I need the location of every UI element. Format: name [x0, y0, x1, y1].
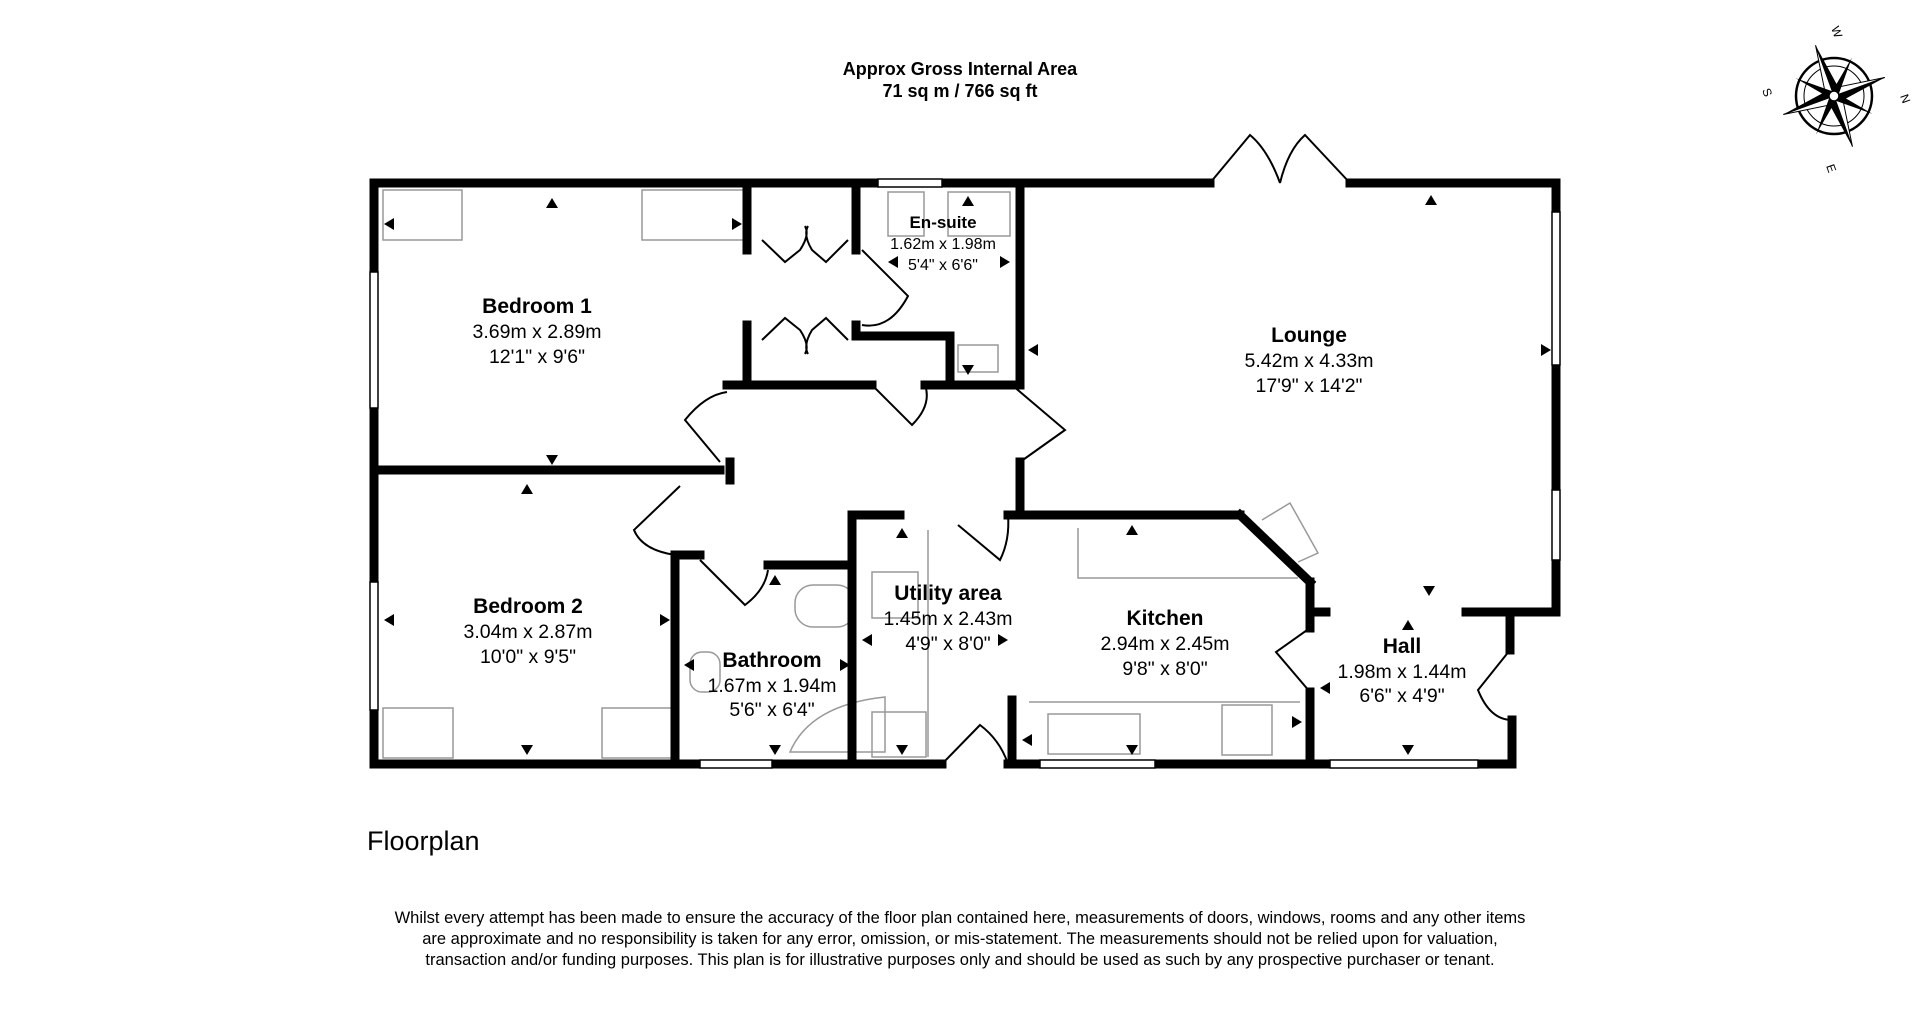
- window-hall: [1329, 759, 1479, 769]
- floorplan-title: Floorplan: [367, 826, 480, 856]
- bedroom2-unit-right: [601, 707, 673, 759]
- compass-s: S: [1759, 86, 1775, 98]
- bathroom-toilet: [794, 584, 856, 628]
- bathroom-shower: [788, 696, 886, 753]
- bedroom1-name: Bedroom 1: [482, 295, 592, 318]
- area-header: Approx Gross Internal Area 71 sq m / 766…: [760, 58, 1160, 102]
- lounge-french-door: [1209, 133, 1351, 184]
- kitchen-metric: 2.94m x 2.45m: [1101, 633, 1230, 655]
- dimension-markers: [384, 195, 1551, 755]
- bathroom-metric: 1.67m x 1.94m: [708, 675, 837, 697]
- compass-w: W: [1828, 24, 1845, 40]
- front-door: [1476, 649, 1513, 721]
- lounge-metric: 5.42m x 4.33m: [1245, 350, 1374, 372]
- area-value: 71 sq m / 766 sq ft: [882, 81, 1038, 101]
- rear-door: [941, 723, 1009, 765]
- kitchen-flue: [1261, 501, 1320, 563]
- lounge-imperial: 17'9" x 14'2": [1256, 375, 1363, 397]
- cupboard-door: [871, 384, 928, 427]
- hall-metric: 1.98m x 1.44m: [1338, 661, 1467, 683]
- kitchen-hob: [1221, 704, 1273, 756]
- ensuite-basin: [887, 191, 925, 237]
- ensuite-name: En-suite: [909, 213, 976, 232]
- kitchen-imperial: 9'8" x 8'0": [1122, 658, 1207, 680]
- bathroom-door: [699, 559, 769, 607]
- area-title: Approx Gross Internal Area: [842, 59, 1078, 79]
- ensuite-door: [861, 249, 910, 327]
- ensuite-metric: 1.62m x 1.98m: [890, 236, 996, 253]
- window-bathroom: [699, 759, 773, 769]
- bedroom2-door: [632, 485, 681, 556]
- bedroom2-metric: 3.04m x 2.87m: [464, 621, 593, 643]
- utility-imperial: 4'9" x 8'0": [905, 633, 990, 655]
- bedroom2-name: Bedroom 2: [473, 595, 583, 618]
- window-lounge-upper: [1551, 211, 1561, 366]
- ensuite-toilet: [957, 344, 999, 373]
- bathroom-imperial: 5'6" x 6'4": [729, 699, 814, 721]
- window-ensuite: [877, 178, 943, 188]
- utility-name: Utility area: [894, 582, 1002, 605]
- windows: [369, 178, 1561, 769]
- compass-e: E: [1823, 162, 1839, 174]
- lounge-door: [1011, 384, 1067, 463]
- utility-door: [957, 514, 1010, 562]
- wardrobe-door-upper: [761, 225, 849, 264]
- compass-icon: W N E S: [1759, 24, 1913, 174]
- bedroom2-unit-left: [382, 707, 454, 759]
- ensuite-imperial: 5'4" x 6'6": [908, 257, 978, 274]
- kitchen-counter-top: [1077, 528, 1298, 579]
- hall-imperial: 6'6" x 4'9": [1359, 685, 1444, 707]
- walls: [369, 178, 1561, 769]
- kitchen-sink: [1047, 713, 1141, 755]
- utility-metric: 1.45m x 2.43m: [884, 608, 1013, 630]
- compass-n: N: [1897, 92, 1913, 105]
- bedroom1-wardrobe-left: [382, 189, 463, 241]
- ensuite-shower: [947, 191, 1011, 237]
- utility-appliance: [871, 711, 927, 758]
- bedroom1-imperial: 12'1" x 9'6": [489, 346, 585, 368]
- doors: [632, 133, 1513, 765]
- bedroom1-metric: 3.69m x 2.89m: [473, 321, 602, 343]
- bathroom-basin: [689, 651, 721, 693]
- kitchen-door: [1274, 627, 1311, 693]
- window-bedroom1: [369, 271, 379, 409]
- utility-sink: [871, 571, 919, 619]
- bedroom1-door: [683, 391, 728, 463]
- bathroom-name: Bathroom: [722, 649, 821, 672]
- bedroom2-imperial: 10'0" x 9'5": [480, 646, 576, 668]
- disclaimer-text: Whilst every attempt has been made to en…: [394, 909, 1526, 969]
- wardrobe-door-lower: [761, 316, 849, 355]
- bedroom1-wardrobe-right: [641, 189, 746, 241]
- room-labels: Bedroom 1 3.69m x 2.89m 12'1" x 9'6" En-…: [464, 213, 1467, 721]
- window-kitchen: [1039, 759, 1156, 769]
- lounge-name: Lounge: [1271, 324, 1347, 347]
- hall-name: Hall: [1383, 635, 1422, 658]
- window-lounge-lower: [1551, 489, 1561, 561]
- window-bedroom2: [369, 581, 379, 711]
- kitchen-name: Kitchen: [1126, 607, 1203, 630]
